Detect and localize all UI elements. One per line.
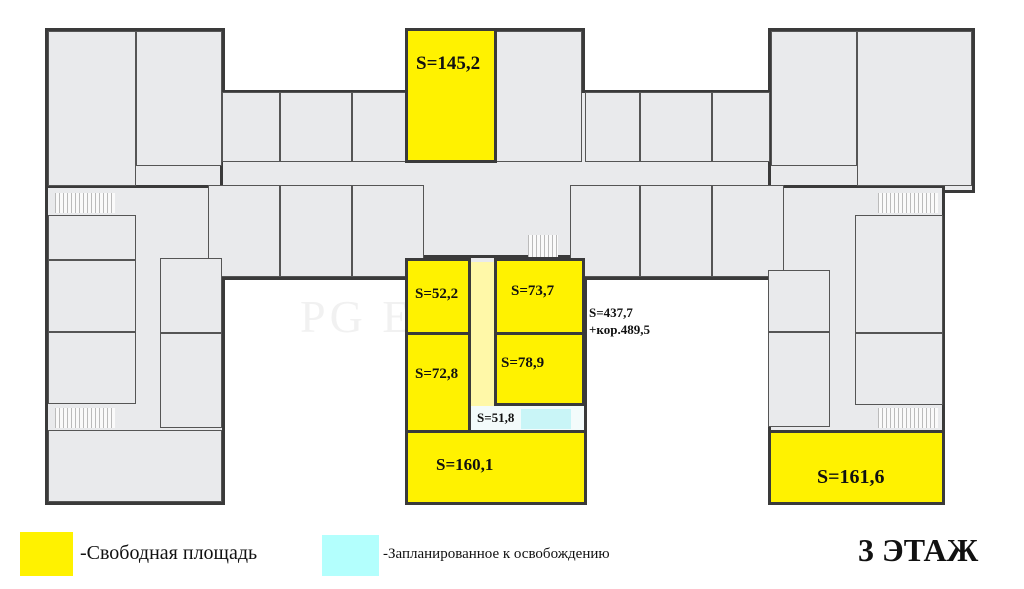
room-145-2[interactable]: S=145,2 — [405, 28, 497, 163]
room-73-7[interactable]: S=73,7 — [494, 258, 585, 335]
room — [585, 92, 640, 162]
room-area-label: S=52,2 — [415, 286, 459, 302]
legend-label-planned: -Запланированное к освобождению — [383, 546, 610, 562]
block-total-line: S=437,7 — [589, 305, 633, 320]
room — [352, 92, 408, 162]
room — [136, 31, 222, 166]
room — [48, 260, 136, 332]
room — [857, 31, 972, 186]
room — [640, 185, 712, 277]
room — [48, 332, 136, 404]
stairs — [55, 408, 115, 428]
room-51-8[interactable]: S=51,8 — [471, 406, 584, 432]
room — [48, 430, 222, 502]
room-area-label: S=73,7 — [511, 283, 555, 299]
room — [768, 332, 830, 427]
room — [768, 270, 830, 332]
room-area-label: S=51,8 — [477, 410, 515, 425]
legend-swatch-planned — [322, 535, 379, 576]
room — [48, 31, 136, 186]
block-corridor-line: +кор.489,5 — [589, 322, 650, 337]
room — [160, 333, 222, 428]
room — [160, 258, 222, 333]
room-area-label: S=72,8 — [415, 366, 459, 382]
room — [280, 92, 352, 162]
room-72-8[interactable]: S=72,8 — [405, 332, 471, 433]
room — [712, 185, 784, 277]
room-161-6[interactable]: S=161,6 — [768, 430, 945, 505]
room-78-9[interactable]: S=78,9 — [494, 332, 585, 406]
legend-swatch-free — [20, 532, 73, 576]
corridor-free — [470, 262, 496, 432]
floor-title: 3 ЭТАЖ — [858, 532, 979, 568]
stairs — [878, 408, 938, 428]
stairs — [528, 235, 558, 257]
room-area-label: S=145,2 — [416, 53, 481, 74]
stairs — [878, 193, 938, 213]
stairs — [55, 193, 115, 213]
legend-label-free: -Свободная площадь — [80, 542, 258, 564]
room — [855, 333, 943, 405]
room — [712, 92, 770, 162]
room — [280, 185, 352, 277]
room — [771, 31, 857, 166]
room-area-label: S=161,6 — [817, 466, 885, 488]
room — [496, 31, 582, 162]
room-52-2[interactable]: S=52,2 — [405, 258, 471, 335]
room — [855, 215, 943, 333]
room — [48, 215, 136, 260]
block-total-area: S=437,7 +кор.489,5 — [589, 304, 650, 338]
room-area-label: S=78,9 — [501, 355, 545, 371]
room — [640, 92, 712, 162]
room-area-label: S=160,1 — [436, 455, 494, 474]
room-160-1[interactable]: S=160,1 — [405, 430, 587, 505]
room — [222, 92, 280, 162]
